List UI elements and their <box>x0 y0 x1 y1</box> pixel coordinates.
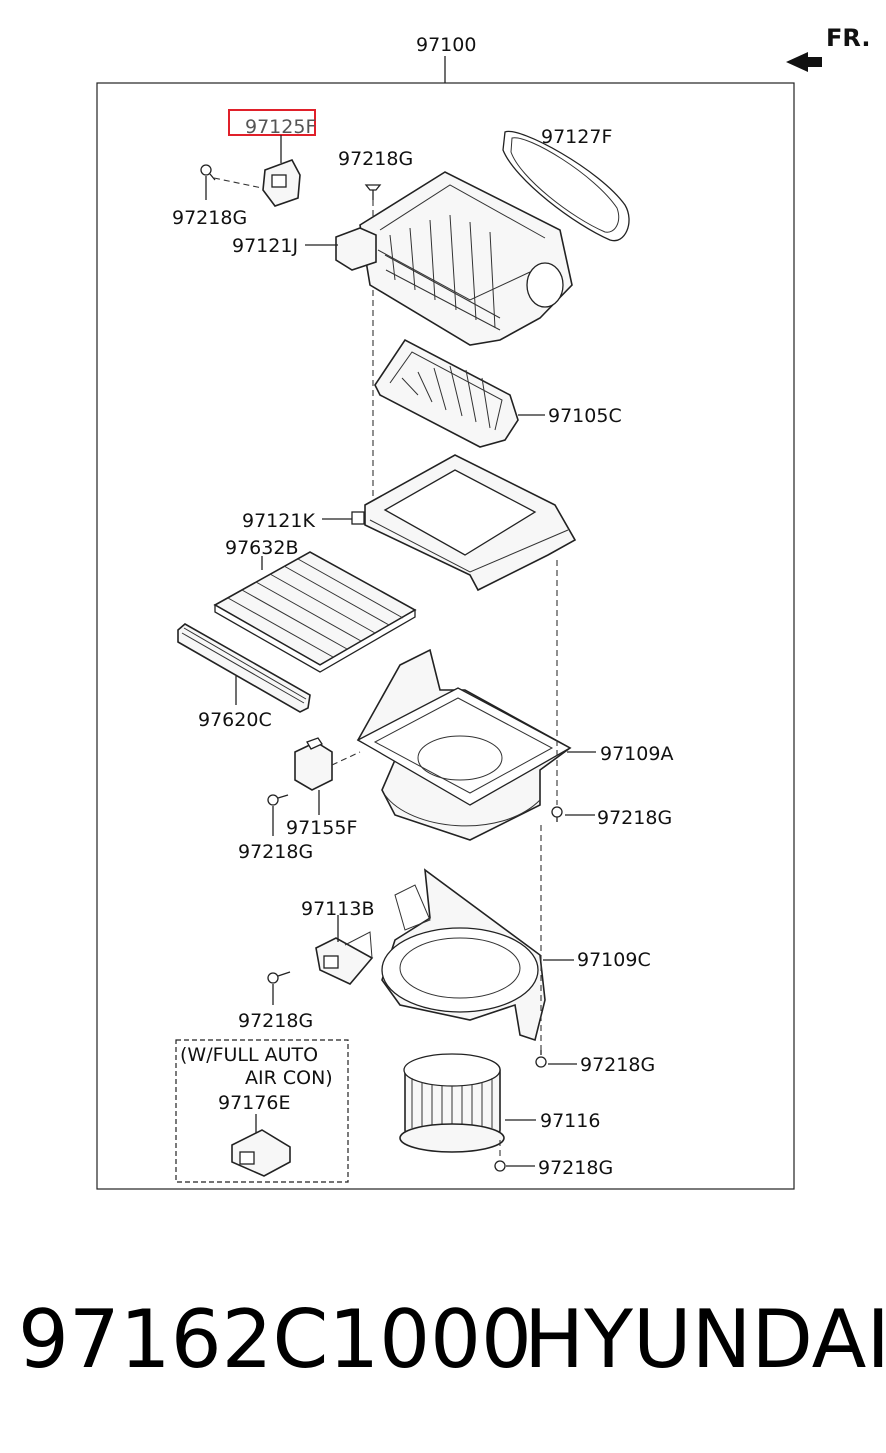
callout-case-j: 97121J <box>232 235 298 257</box>
callout-actuator: 97155F <box>286 817 357 839</box>
assembly-label: 97100 <box>416 34 476 56</box>
blower-motor-part <box>399 1053 505 1153</box>
callout-door: 97105C <box>548 405 622 427</box>
direction-label: FR. <box>826 24 870 52</box>
callout-screw-sensor: 97218G <box>172 207 247 229</box>
callout-filter: 97632B <box>225 537 298 559</box>
intake-case-part <box>335 171 573 346</box>
part-number-caption: 97162C1000 <box>18 1293 532 1386</box>
callout-resistor: 97113B <box>301 898 374 920</box>
filter-frame-part <box>351 454 577 592</box>
callout-sensor: 97125F <box>245 116 316 138</box>
sensor-part <box>262 135 301 207</box>
highlight-box <box>228 109 316 136</box>
option-box-part: 97176E <box>218 1092 290 1114</box>
option-box <box>175 1039 349 1183</box>
callout-screw-top: 97218G <box>338 148 413 170</box>
screw-top <box>364 184 382 200</box>
upper-case-part <box>356 648 572 841</box>
gasket-part <box>502 130 630 242</box>
actuator-part <box>294 737 361 791</box>
callout-screw-actuator: 97218G <box>238 841 313 863</box>
door-part <box>374 338 519 448</box>
screw-c-right <box>535 1050 547 1068</box>
option-box-line2: AIR CON) <box>245 1067 333 1089</box>
callout-screw-a-right: 97218G <box>597 807 672 829</box>
screw-sensor <box>200 164 263 200</box>
callout-upper-case: 97109A <box>600 743 673 765</box>
callout-case-k: 97121K <box>242 510 315 532</box>
screw-actuator <box>267 794 289 836</box>
callout-screw-motor: 97218G <box>538 1157 613 1179</box>
screw-motor <box>494 1160 506 1172</box>
auto-aircon-module-part <box>231 1129 291 1177</box>
filter-part <box>213 551 417 673</box>
screw-resistor <box>267 971 291 1005</box>
callout-screw-c-right: 97218G <box>580 1054 655 1076</box>
brand-caption: HYUNDAI <box>524 1293 886 1386</box>
callout-gasket: 97127F <box>541 126 612 148</box>
callout-filter-cover: 97620C <box>198 709 272 731</box>
front-arrow-icon <box>786 52 822 72</box>
lower-case-part <box>381 868 546 1042</box>
option-box-line1: (W/FULL AUTO <box>180 1044 318 1066</box>
callout-lower-case: 97109C <box>577 949 651 971</box>
resistor-part <box>315 931 374 985</box>
callout-screw-resistor: 97218G <box>238 1010 313 1032</box>
callout-motor: 97116 <box>540 1110 600 1132</box>
screw-a-right <box>551 806 563 822</box>
filter-cover-part <box>177 623 311 713</box>
